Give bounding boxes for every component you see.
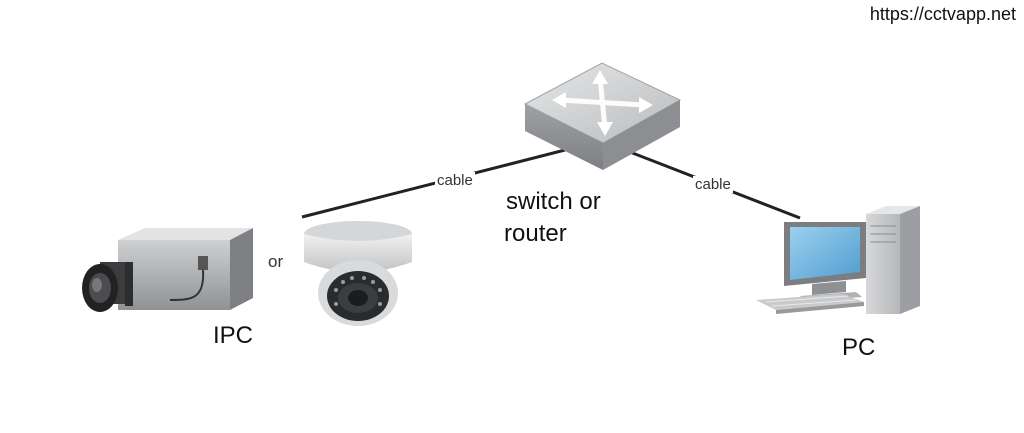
pc-label: PC xyxy=(842,334,876,361)
cable-label-right: cable xyxy=(693,176,733,193)
cable-line-left xyxy=(301,148,566,219)
or-label: or xyxy=(268,252,284,271)
desktop-pc-icon xyxy=(756,206,920,314)
watermark-url: https://cctvapp.net xyxy=(869,4,1016,24)
dome-camera-icon xyxy=(304,221,412,326)
cable-label-left: cable xyxy=(435,172,475,189)
router-label: router xyxy=(504,220,567,247)
network-switch-icon xyxy=(523,62,682,170)
switch-label: switch or xyxy=(506,188,601,215)
box-camera-icon xyxy=(82,228,253,312)
ipc-label: IPC xyxy=(213,322,254,349)
